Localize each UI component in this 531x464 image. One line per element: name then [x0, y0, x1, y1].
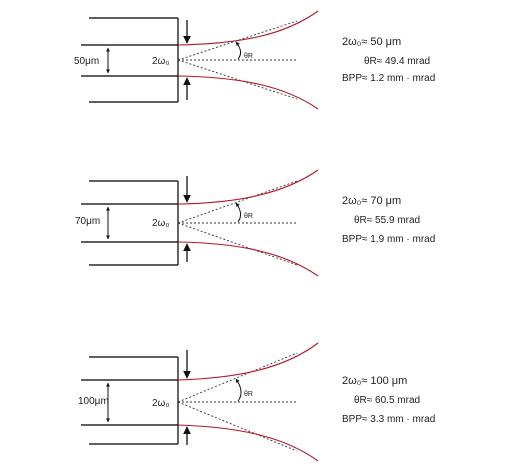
- beam-upper-curve: [177, 342, 319, 381]
- theta-value: θR≈ 60.5 mrad: [354, 395, 420, 406]
- divergence-cone: [177, 20, 298, 100]
- cone-upper-line: [177, 352, 298, 403]
- fiber-end: [81, 180, 179, 266]
- fiber-end: [81, 356, 179, 445]
- waist-label: 2ω₀: [152, 56, 170, 67]
- beam-envelope: [177, 169, 319, 277]
- beam-envelope: [177, 10, 319, 110]
- panel-1: 50μm 2ω₀ θR 2ω₀≈ 50 μm θR≈ 49.4 mrad BPP…: [74, 10, 435, 110]
- angle-label: θR: [244, 213, 253, 220]
- core-diameter-label: 100μm: [78, 396, 109, 407]
- panel-3: 100μm 2ω₀ θR 2ω₀≈ 100 μm θR≈ 60.5 mrad B…: [78, 342, 435, 462]
- beam-upper-curve: [177, 10, 319, 46]
- core-diameter-label: 50μm: [74, 56, 99, 67]
- bpp-value: BPP≈ 1.2 mm · mrad: [342, 73, 435, 84]
- waist-label: 2ω₀: [152, 218, 170, 229]
- beam-envelope: [177, 342, 319, 462]
- theta-value: θR≈ 55.9 mrad: [354, 215, 420, 226]
- waist-value: 2ω₀≈ 100 μm: [342, 375, 407, 387]
- bpp-value: BPP≈ 3.3 mm · mrad: [342, 414, 435, 425]
- fiber-end: [81, 17, 179, 103]
- angle-arc: [235, 378, 242, 402]
- beam-lower-curve: [177, 241, 319, 277]
- cone-lower-line: [177, 401, 298, 452]
- beam-lower-curve: [177, 75, 319, 110]
- angle-arc: [235, 202, 242, 223]
- angle-arc: [235, 41, 242, 60]
- divergence-cone: [177, 180, 298, 266]
- angle-label: θR: [244, 391, 253, 398]
- beam-upper-curve: [177, 169, 319, 205]
- waist-value: 2ω₀≈ 50 μm: [342, 36, 401, 48]
- angle-label: θR: [244, 53, 253, 60]
- waist-value: 2ω₀≈ 70 μm: [342, 195, 401, 207]
- cone-lower-line: [177, 222, 298, 266]
- beam-lower-curve: [177, 424, 319, 462]
- cone-upper-line: [177, 20, 298, 61]
- waist-label: 2ω₀: [152, 398, 170, 409]
- cone-upper-line: [177, 180, 298, 224]
- panel-2: 70μm 2ω₀ θR 2ω₀≈ 70 μm θR≈ 55.9 mrad BPP…: [75, 169, 435, 277]
- divergence-cone: [177, 352, 298, 452]
- cone-lower-line: [177, 59, 298, 100]
- theta-value: θR≈ 49.4 mrad: [364, 56, 430, 67]
- bpp-value: BPP≈ 1.9 mm · mrad: [342, 234, 435, 245]
- core-diameter-label: 70μm: [75, 216, 100, 227]
